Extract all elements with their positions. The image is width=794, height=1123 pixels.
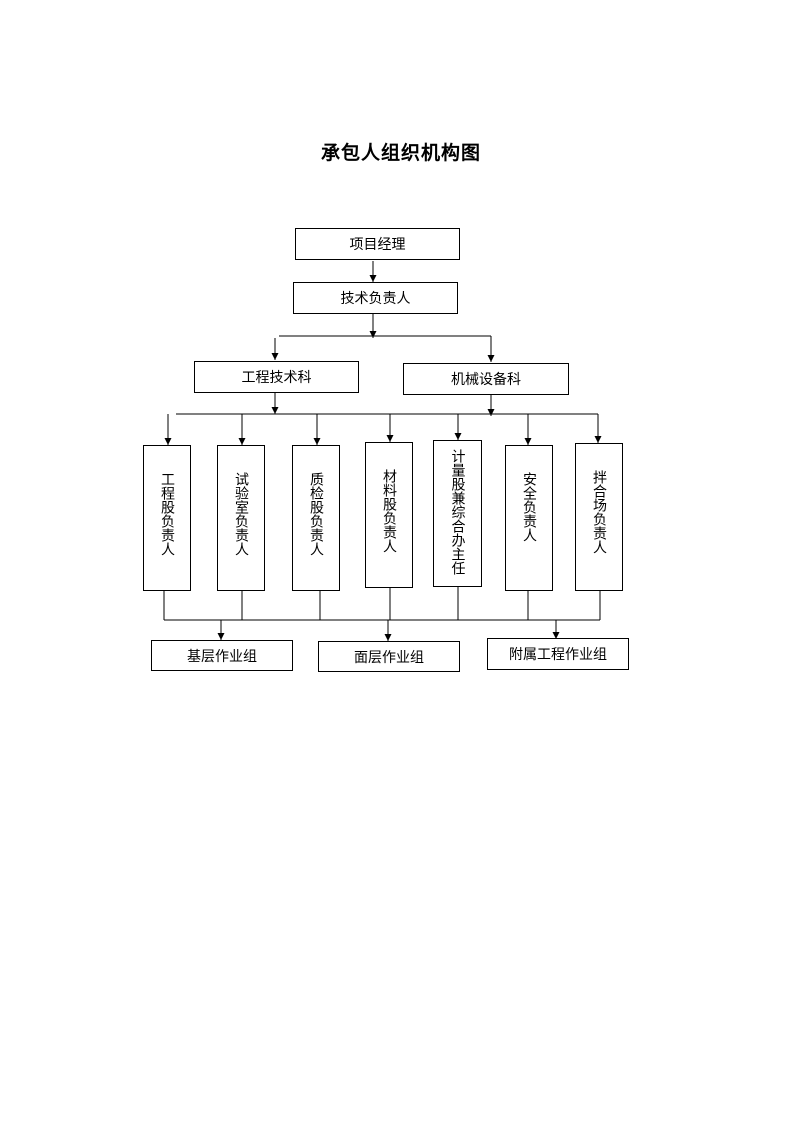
box-department-6: 安全负责人 — [505, 445, 553, 591]
box-engineering-tech-dept: 工程技术科 — [194, 361, 359, 393]
page-title: 承包人组织机构图 — [320, 142, 481, 164]
work-group-1-label: 基层作业组 — [187, 648, 257, 665]
box-department-4: 材料股负责人 — [365, 442, 413, 588]
box-department-7: 拌合场负责人 — [575, 443, 623, 591]
work-group-2-label: 面层作业组 — [354, 649, 424, 666]
box-department-5: 计量股兼综合办主任 — [433, 440, 482, 587]
box-project-manager: 项目经理 — [295, 228, 460, 260]
box-engineering-tech-dept-label: 工程技术科 — [241, 370, 312, 386]
department-3-label: 质检股负责人 — [308, 472, 324, 556]
department-5-label: 计量股兼综合办主任 — [449, 449, 466, 575]
department-2-label: 试验室负责人 — [233, 472, 249, 556]
box-work-group-1: 基层作业组 — [151, 640, 293, 671]
department-6-label: 安全负责人 — [521, 472, 537, 542]
box-technical-lead-label: 技术负责人 — [340, 291, 411, 307]
department-4-label: 材料股负责人 — [381, 469, 397, 553]
department-1-label: 工程股负责人 — [159, 472, 175, 556]
box-department-3: 质检股负责人 — [292, 445, 340, 591]
box-project-manager-label: 项目经理 — [349, 237, 406, 253]
work-group-3-label: 附属工程作业组 — [509, 647, 607, 663]
box-machinery-dept-label: 机械设备科 — [451, 372, 521, 388]
box-machinery-dept: 机械设备科 — [403, 363, 569, 395]
box-department-2: 试验室负责人 — [217, 445, 265, 591]
box-work-group-3: 附属工程作业组 — [487, 638, 629, 670]
box-work-group-2: 面层作业组 — [318, 641, 460, 672]
department-7-label: 拌合场负责人 — [591, 470, 607, 554]
box-department-1: 工程股负责人 — [143, 445, 191, 591]
box-technical-lead: 技术负责人 — [293, 282, 458, 314]
